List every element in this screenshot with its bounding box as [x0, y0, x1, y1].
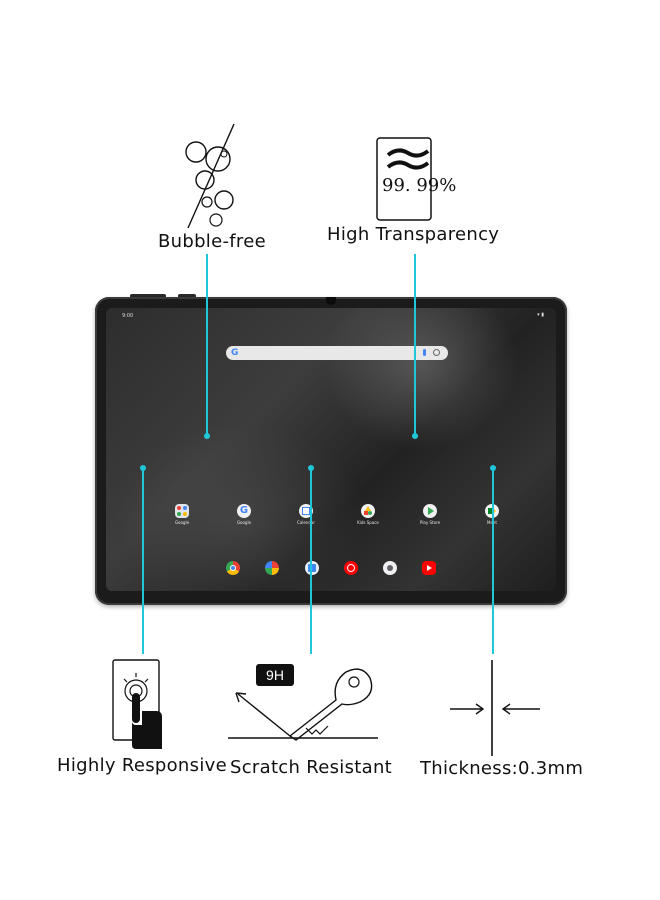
app-google[interactable]: G Google [224, 504, 264, 525]
touch-icon [112, 659, 162, 749]
responsive-dot [140, 465, 146, 471]
highly-responsive-label: Highly Responsive [57, 755, 227, 776]
tablet-screen: 9:00 ▾ ▮ G Google G Google Calendar [106, 308, 556, 591]
bubble-free-label: Bubble-free [158, 231, 266, 252]
thickness-dot [490, 465, 496, 471]
app-google-folder[interactable]: Google [162, 504, 202, 525]
chrome-icon[interactable] [226, 561, 240, 575]
scratch-resistant-label: Scratch Resistant [230, 757, 393, 778]
front-camera [326, 297, 336, 305]
app-label: Play Store [419, 520, 441, 525]
google-logo-icon: G [231, 348, 239, 358]
responsive-line [142, 468, 144, 654]
search-bar[interactable]: G [226, 346, 448, 360]
app-label: Calendar [297, 520, 315, 525]
files-icon[interactable] [305, 561, 319, 575]
google-folder-icon [175, 504, 189, 518]
kids-space-icon [361, 504, 375, 518]
app-kids-space[interactable]: Kids Space [348, 504, 388, 525]
youtube-icon[interactable] [422, 561, 436, 575]
bubbles-icon [185, 123, 235, 229]
app-label: Google [236, 520, 252, 525]
app-label: Kids Space [357, 520, 379, 525]
transparency-icon [376, 137, 432, 221]
thickness-line [492, 468, 494, 654]
youtube-music-icon[interactable] [344, 561, 358, 575]
scratch-dot [308, 465, 314, 471]
volume-button [130, 294, 166, 298]
bubble-free-line [206, 254, 208, 436]
camera-icon[interactable] [383, 561, 397, 575]
lens-icon[interactable] [433, 349, 440, 356]
bubble-free-dot [204, 433, 210, 439]
hardness-badge-text: 9H [266, 667, 284, 683]
high-transparency-label: High Transparency [327, 224, 500, 245]
status-time: 9:00 [122, 313, 134, 319]
hardness-badge: 9H [256, 664, 294, 686]
thickness-icon [450, 660, 540, 756]
calendar-icon [299, 504, 313, 518]
google-icon: G [237, 504, 251, 518]
key-icon [228, 668, 378, 741]
app-label: Google [174, 520, 190, 525]
power-button [178, 294, 196, 298]
scratch-line [310, 468, 312, 654]
transparency-line [414, 254, 416, 436]
app-play-store[interactable]: Play Store [410, 504, 450, 525]
transparency-value: 99. 99% [382, 175, 457, 196]
thickness-label: Thickness:0.3mm [420, 758, 584, 779]
photos-icon[interactable] [265, 561, 279, 575]
transparency-dot [412, 433, 418, 439]
play-store-icon [423, 504, 437, 518]
status-icons: ▾ ▮ [537, 312, 544, 318]
app-label: Meet [472, 520, 512, 525]
app-calendar[interactable]: Calendar [286, 504, 326, 525]
mic-icon[interactable] [423, 349, 426, 356]
